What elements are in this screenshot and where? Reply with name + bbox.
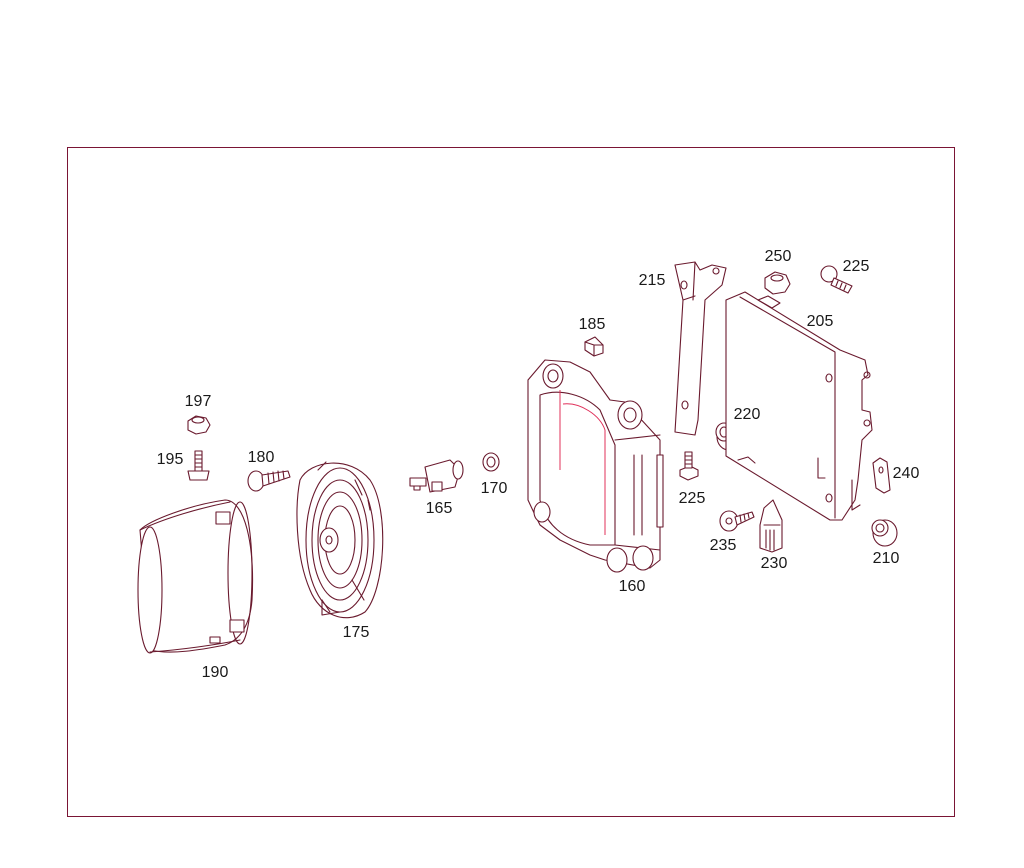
callout-225-lower: 225 <box>678 490 706 507</box>
part-215-bracket <box>674 261 727 436</box>
callout-175: 175 <box>342 624 370 641</box>
part-160-oil-cooler <box>527 359 664 573</box>
callout-215: 215 <box>638 272 666 289</box>
callout-235: 235 <box>709 537 737 554</box>
part-240-bracket <box>872 457 891 494</box>
part-235-screw <box>719 510 755 532</box>
callout-165: 165 <box>425 500 453 517</box>
callout-205: 205 <box>806 313 834 330</box>
callout-185: 185 <box>578 316 606 333</box>
callout-230: 230 <box>760 555 788 572</box>
part-225-bolt-lower <box>679 451 699 481</box>
callout-180: 180 <box>247 449 275 466</box>
part-205-cover-plate <box>725 291 873 521</box>
part-185-clip <box>584 336 604 357</box>
part-210-grommet <box>871 519 898 547</box>
part-165-temperature-switch <box>409 459 464 493</box>
callout-210: 210 <box>872 550 900 567</box>
part-180-screw <box>247 470 291 492</box>
callout-240: 240 <box>892 465 920 482</box>
part-175-electric-fan <box>296 461 384 619</box>
diagram-frame <box>67 147 955 817</box>
callout-197: 197 <box>184 393 212 410</box>
callout-225-upper: 225 <box>842 258 870 275</box>
part-197-nut <box>187 415 211 435</box>
part-230-clamp <box>759 499 783 553</box>
callout-220: 220 <box>733 406 761 423</box>
callout-160: 160 <box>618 578 646 595</box>
part-170-seal-ring <box>482 452 500 472</box>
part-225-bolt-upper <box>820 265 853 294</box>
part-250-nut <box>764 271 791 295</box>
part-195-bolt <box>187 450 210 481</box>
part-190-fan-shroud <box>137 499 254 654</box>
callout-250: 250 <box>764 248 792 265</box>
callout-190: 190 <box>201 664 229 681</box>
callout-170: 170 <box>480 480 508 497</box>
callout-195: 195 <box>156 451 184 468</box>
